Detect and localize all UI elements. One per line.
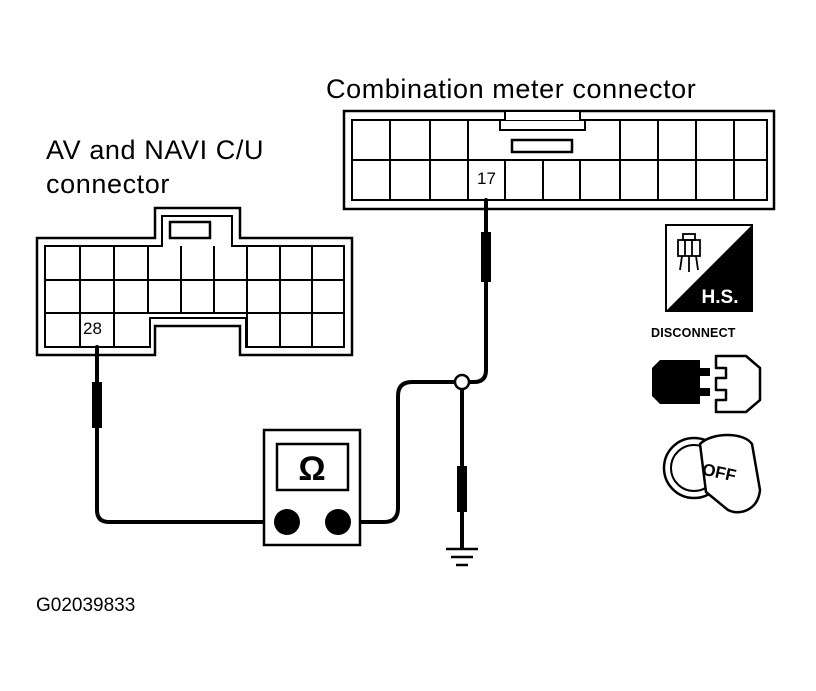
disconnect-plug-icon <box>652 354 762 414</box>
combination-meter-pin-label: 17 <box>476 169 497 188</box>
wires <box>95 198 488 550</box>
wire-sleeves <box>92 232 491 512</box>
combination-meter-connector <box>342 109 776 211</box>
disconnect-label: DISCONNECT <box>651 326 736 340</box>
ignition-key-off-icon: OFF <box>662 433 762 514</box>
harness-side-text: H.S. <box>702 287 739 308</box>
av-navi-connector <box>35 206 354 357</box>
av-navi-connector-label-line2: connector <box>46 169 170 199</box>
av-navi-connector-label-line1: AV and NAVI C/U <box>46 135 265 165</box>
av-navi-pin-label: 28 <box>82 319 103 338</box>
meter-terminal-left <box>274 509 300 535</box>
ohm-symbol: Ω <box>298 450 325 488</box>
figure-code: G02039833 <box>36 595 136 616</box>
junction-node <box>453 373 471 391</box>
meter-terminal-right <box>325 509 351 535</box>
harness-connector-icon: H.S. <box>665 224 753 312</box>
ground-icon <box>446 547 478 567</box>
combination-meter-connector-label: Combination meter connector <box>326 74 697 104</box>
ohmmeter: Ω <box>262 428 362 547</box>
